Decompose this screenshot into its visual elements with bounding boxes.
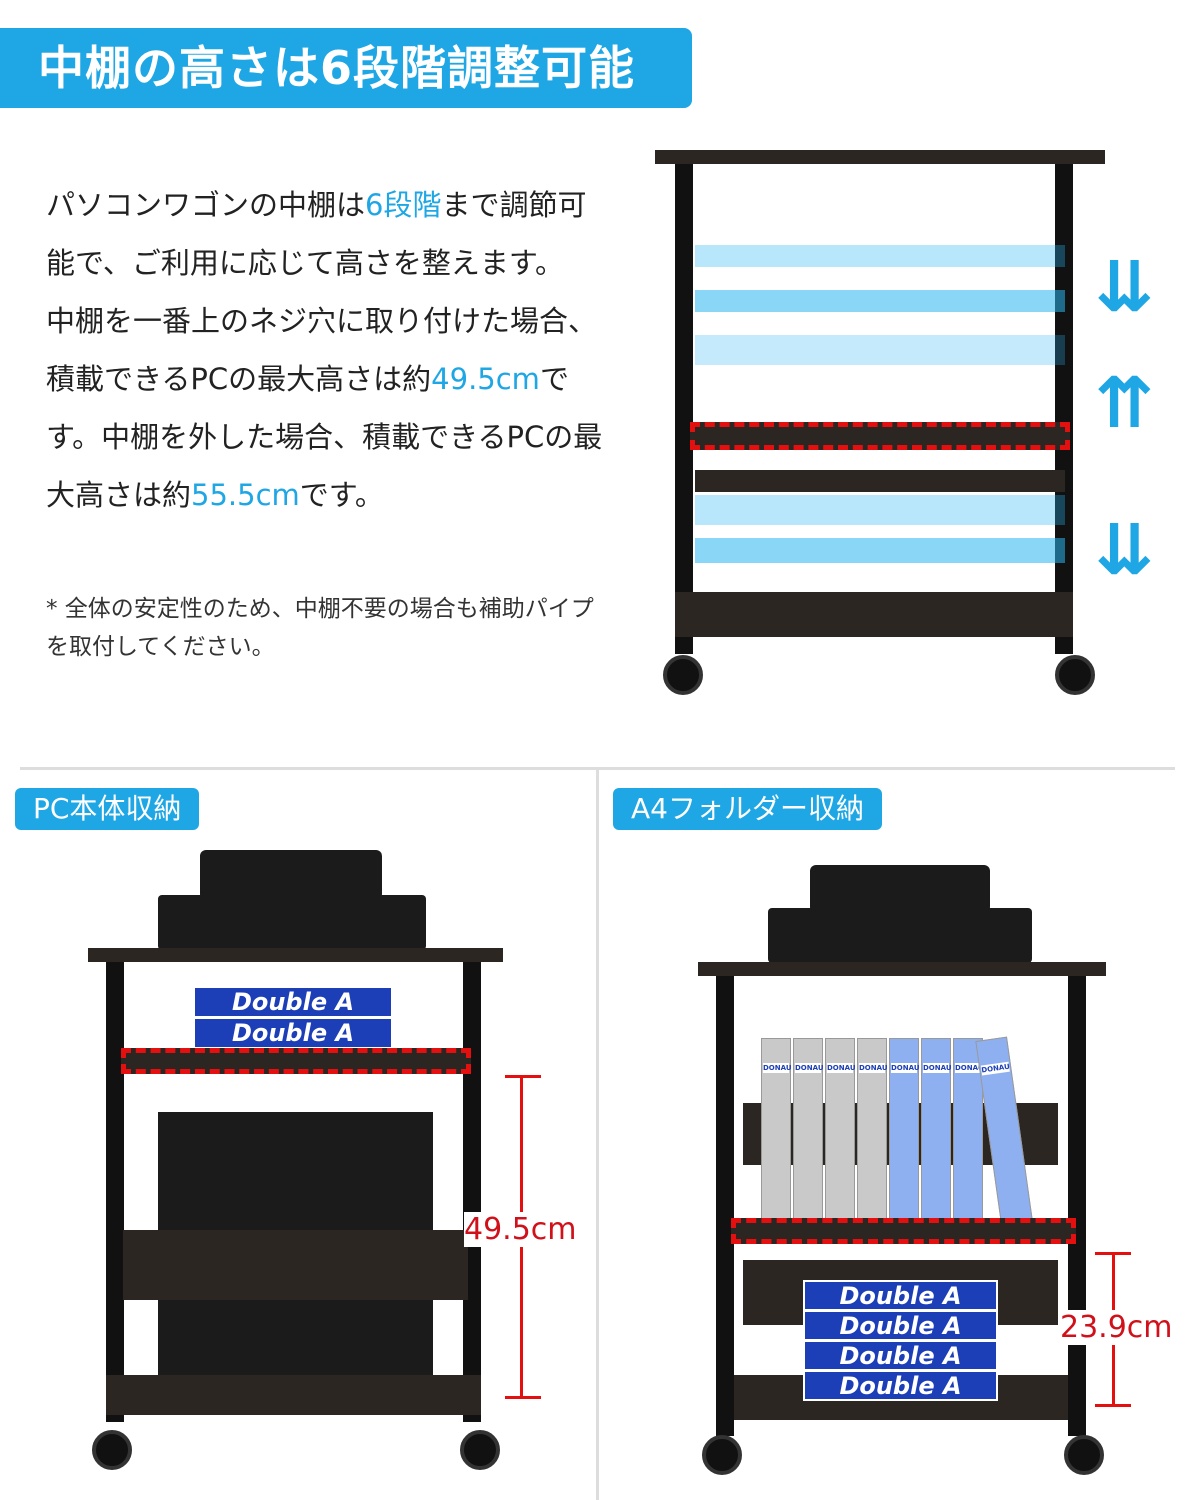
desc-highlight: 55.5cm: [191, 478, 300, 512]
panel-label-pc: PC本体収納: [15, 788, 200, 830]
paper-ream: Double A: [803, 1370, 998, 1401]
arrow-down-icon: ⇊: [1095, 246, 1154, 328]
paper-ream: Double A: [193, 986, 393, 1018]
binder-brand-label: DONAU: [955, 1063, 984, 1073]
binder: DONAU: [857, 1038, 888, 1223]
cart-illustration-pc: Double A Double A: [88, 850, 503, 1470]
cart-illustration-a4: DONAU DONAU DONAU DONAU DONAU DONAU DONA…: [698, 865, 1108, 1475]
desc-highlight: 6段階: [365, 188, 442, 222]
desc-text: まで調節可能で、ご利用に応じて高さを整えます。: [46, 188, 587, 280]
arrow-down-icon: ⇊: [1095, 509, 1154, 591]
binder-brand-label: DONAU: [827, 1063, 856, 1073]
desc-text: パソコンワゴンの中棚は: [46, 188, 366, 222]
paper-ream: Double A: [193, 1017, 393, 1049]
desc-text: です。中棚を外した場合、積載できるPCの最大高さは約: [46, 362, 603, 512]
paper-ream: Double A: [803, 1340, 998, 1371]
measurement-label: 23.9cm: [1060, 1310, 1173, 1345]
binder: DONAU: [761, 1038, 792, 1223]
cart-illustration-adjustable: [655, 150, 1105, 695]
measurement-label: 49.5cm: [464, 1212, 577, 1247]
paper-ream: Double A: [803, 1280, 998, 1311]
binder: DONAU: [793, 1038, 824, 1223]
divider: [596, 770, 599, 1500]
divider: [20, 767, 1175, 770]
binder-brand-label: DONAU: [763, 1063, 792, 1073]
desc-highlight: 49.5cm: [431, 362, 540, 396]
binder-brand-label: DONAU: [980, 1061, 1011, 1076]
binder-brand-label: DONAU: [891, 1063, 920, 1073]
binder: DONAU: [921, 1038, 952, 1223]
desc-text: です。: [299, 478, 384, 512]
title-banner: 中棚の高さは6段階調整可能: [0, 28, 692, 108]
binder: DONAU: [953, 1038, 984, 1223]
paper-ream: Double A: [803, 1310, 998, 1341]
arrow-up-icon: ⇈: [1095, 362, 1154, 444]
binder-brand-label: DONAU: [795, 1063, 824, 1073]
panel-label-a4: A4フォルダー収納: [613, 788, 882, 830]
binder-brand-label: DONAU: [923, 1063, 952, 1073]
binder: DONAU: [825, 1038, 856, 1223]
binder-brand-label: DONAU: [859, 1063, 888, 1073]
desc-text: 中棚を一番上のネジ穴に取り付けた場合、積載できるPCの最大高さは約: [46, 304, 598, 396]
note: * 全体の安定性のため、中棚不要の場合も補助パイプを取付してください。: [46, 596, 594, 660]
binder: DONAU: [889, 1038, 920, 1223]
description: パソコンワゴンの中棚は6段階まで調節可能で、ご利用に応じて高さを整えます。 中棚…: [46, 176, 606, 524]
